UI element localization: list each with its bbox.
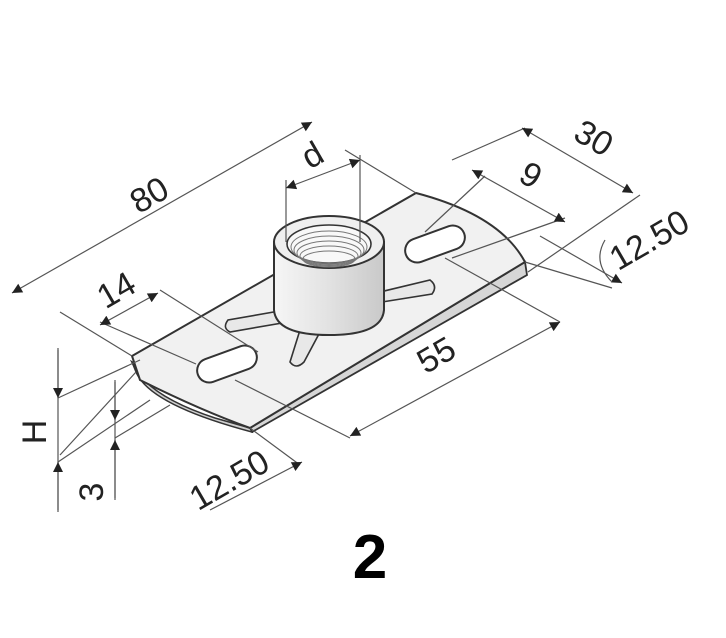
rib-front <box>289 329 322 367</box>
dim-line-30 <box>521 127 634 194</box>
threaded-socket <box>273 215 385 337</box>
label-12-50-bottom: 12.50 <box>183 443 276 518</box>
dim-line-12-50-bottom <box>209 461 303 511</box>
label-30: 30 <box>568 113 620 165</box>
label-d: d <box>295 134 330 176</box>
dim-line-80 <box>11 121 313 294</box>
rib-left <box>224 309 289 333</box>
mounting-slots <box>196 224 466 384</box>
support-ribs <box>224 229 436 367</box>
label-14: 14 <box>91 265 143 317</box>
dim-line-9 <box>471 169 566 223</box>
label-3: 3 <box>73 483 111 502</box>
dimension-lines <box>11 121 641 512</box>
dim-line-d <box>285 158 361 190</box>
rib-right <box>379 279 436 303</box>
label-9: 9 <box>513 154 548 196</box>
slot-right <box>404 224 466 264</box>
figure-number: 2 <box>353 523 387 592</box>
slot-left <box>196 344 258 384</box>
dim-line-14 <box>99 292 159 326</box>
label-H: H <box>16 420 54 445</box>
dim-line-55 <box>349 321 561 437</box>
dim-line-12-50-right <box>539 235 623 284</box>
label-80: 80 <box>124 170 176 222</box>
label-12-50-right: 12.50 <box>603 203 696 278</box>
